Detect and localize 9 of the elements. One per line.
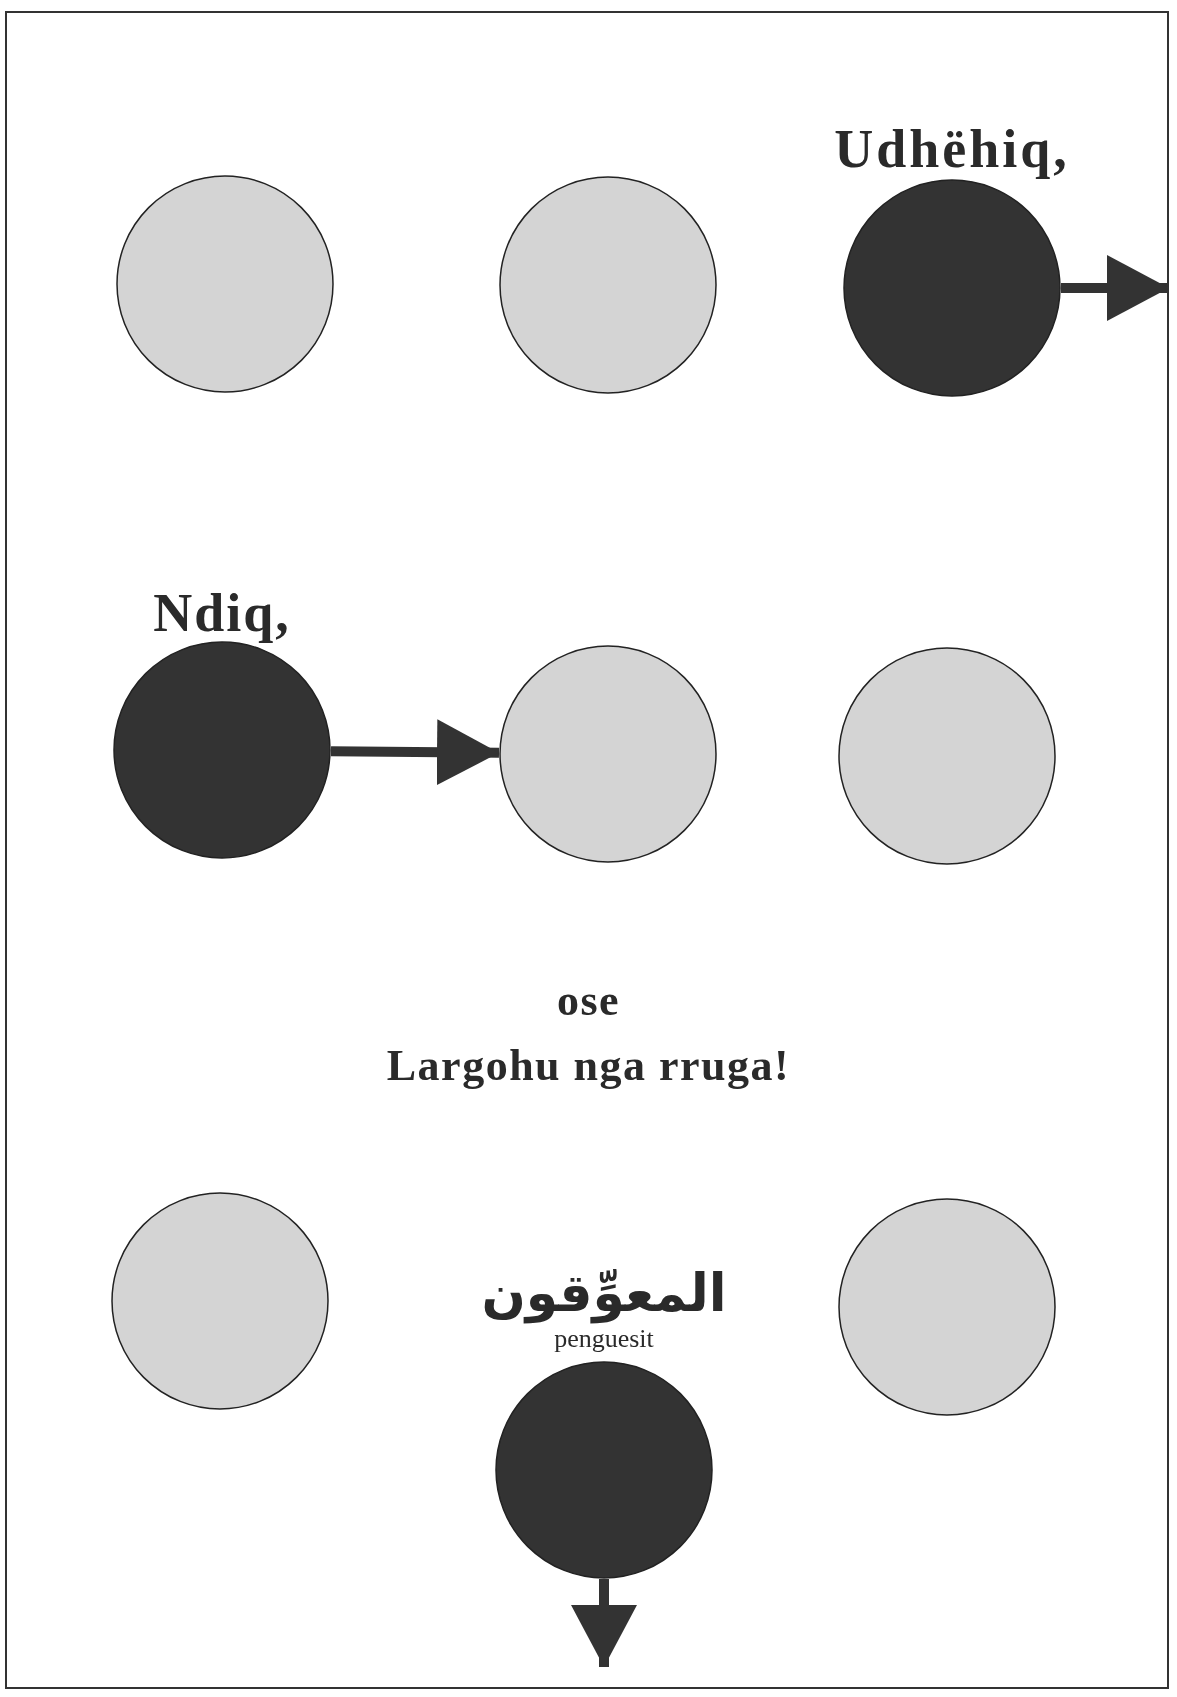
arrow	[330, 719, 500, 786]
slogan-text: Largohu nga rruga!	[386, 1040, 791, 1091]
arrow	[571, 1579, 637, 1667]
circle-label: Ndiq,	[153, 581, 291, 644]
arrow	[1061, 255, 1169, 321]
slogan-text: ose	[556, 975, 621, 1026]
circle-label: Udhëhiq,	[834, 117, 1070, 180]
circle-sublabel: penguesit	[554, 1324, 654, 1354]
circle-label: المعوِّقون	[481, 1264, 727, 1325]
